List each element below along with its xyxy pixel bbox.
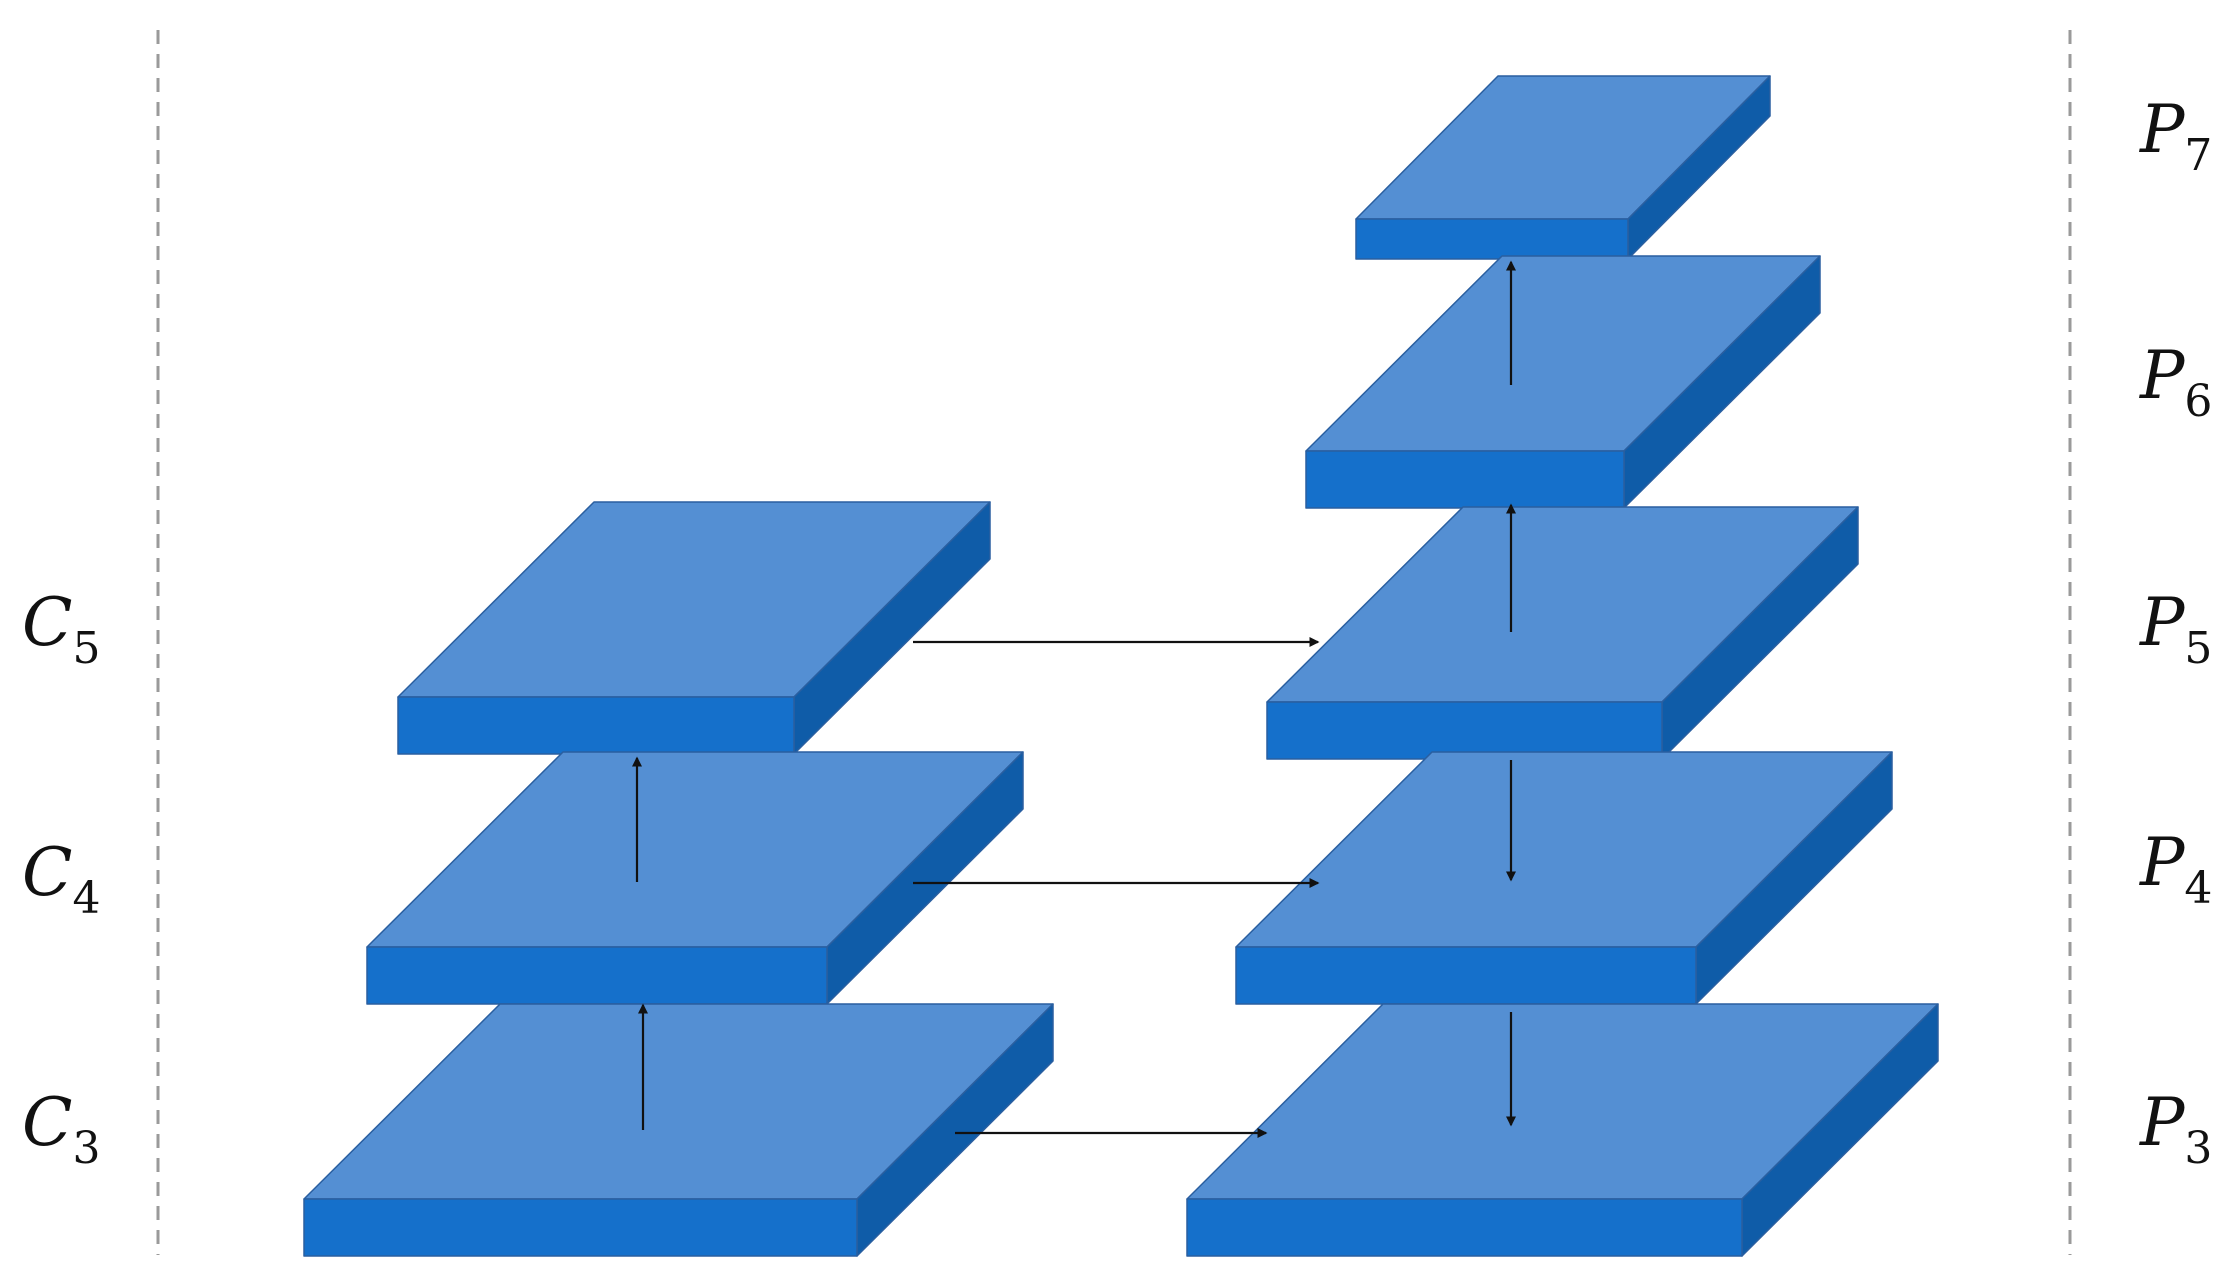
layer-c4-front-face	[366, 946, 828, 1005]
layer-p4	[1235, 751, 1893, 1005]
label-p6: P6	[2139, 337, 2212, 427]
layer-p4-front-face	[1235, 946, 1697, 1005]
layer-p5-front-face	[1266, 701, 1663, 760]
label-p7: P7	[2139, 91, 2212, 181]
layer-p3-front-face	[1186, 1198, 1743, 1257]
layer-p5	[1266, 506, 1859, 760]
layer-p6-front-face	[1305, 450, 1625, 509]
layer-p7-front-face	[1355, 218, 1629, 260]
label-c4: C4	[22, 834, 101, 924]
layer-c3	[303, 1003, 1054, 1257]
layer-c4	[366, 751, 1024, 1005]
layer-c5	[397, 501, 991, 755]
layer-c5-front-face	[397, 696, 795, 755]
label-p4: P4	[2139, 824, 2212, 914]
layer-c3-front-face	[303, 1198, 858, 1257]
layer-p6	[1305, 255, 1821, 509]
label-c3: C3	[22, 1084, 101, 1174]
layer-p3	[1186, 1003, 1939, 1257]
layer-p7	[1355, 75, 1771, 260]
label-p5: P5	[2139, 584, 2212, 674]
label-c5: C5	[22, 584, 101, 674]
label-p3: P3	[2139, 1084, 2212, 1174]
